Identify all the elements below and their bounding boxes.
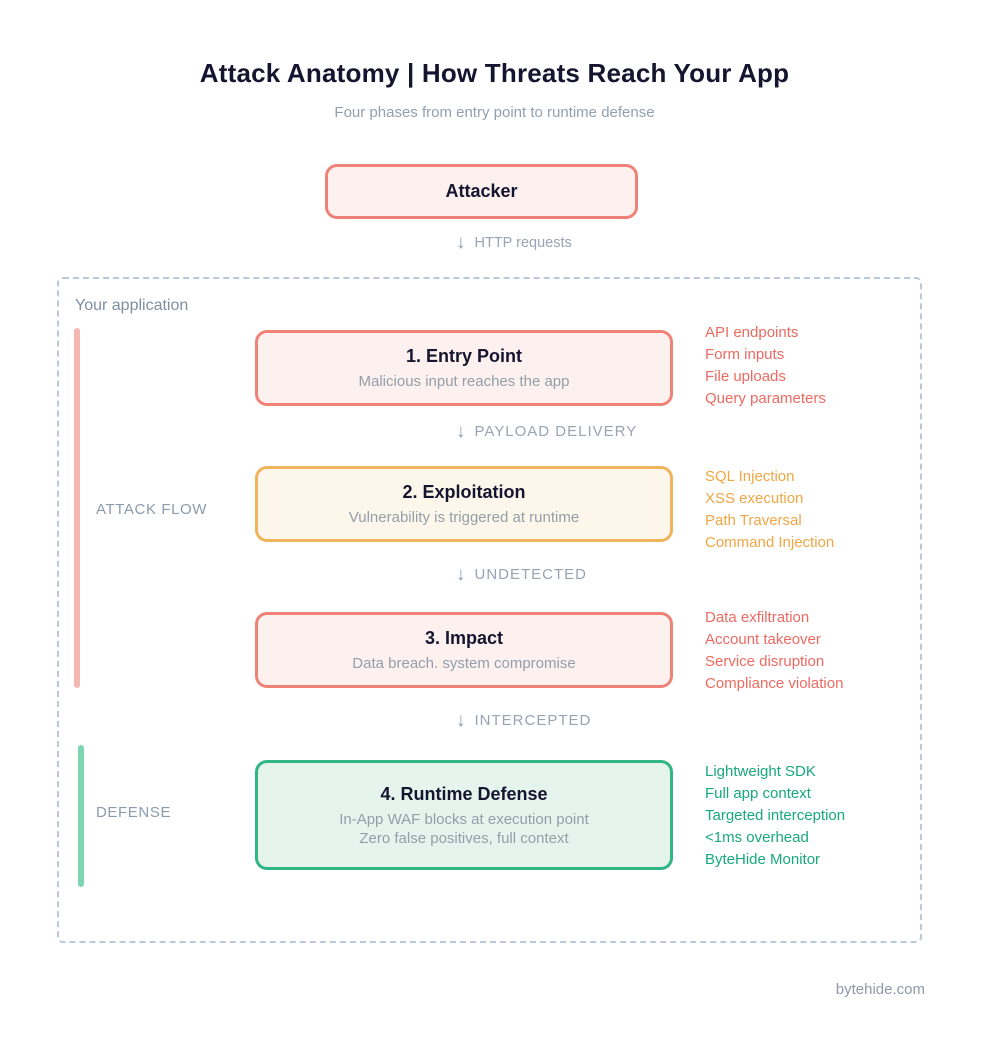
exploitation-examples: SQL Injection XSS execution Path Travers… [705,466,834,554]
phase-title: 4. Runtime Defense [380,783,548,804]
attack-flow-bar [74,328,80,688]
list-item: Account takeover [705,631,821,648]
defense-label: DEFENSE [96,804,172,821]
phase-description-line1: In-App WAF blocks at execution point [339,810,589,828]
list-item: SQL Injection [705,468,795,485]
attack-flow-label: ATTACK FLOW [96,501,208,518]
down-arrow-icon: ↓ [456,710,466,731]
defense-features: Lightweight SDK Full app context Targete… [705,761,845,871]
list-item: Full app context [705,785,811,802]
undetected-flow: ↓ UNDETECTED [456,565,587,584]
list-item: ByteHide Monitor [705,851,821,868]
intercepted-flow: ↓ INTERCEPTED [456,711,591,730]
phase-runtime-defense: 4. Runtime Defense In-App WAF blocks at … [255,760,673,870]
list-item: Lightweight SDK [705,763,816,780]
phase-title: 1. Entry Point [405,346,522,366]
phase-description: Data breach. system compromise [352,655,576,672]
attacker-label: Attacker [445,181,518,201]
brand-footer: bytehide.com [835,981,925,998]
phase-description-line2: Zero false positives, full context [359,829,569,847]
phase-title: 2. Exploitation [402,482,526,502]
list-item: File uploads [705,368,786,385]
phase-description: Vulnerability is triggered at runtime [348,509,580,526]
list-item: Query parameters [705,390,826,407]
impact-examples: Data exfiltration Account takeover Servi… [705,607,843,695]
phase-description: Malicious input reaches the app [358,373,570,390]
phase-exploitation: 2. Exploitation Vulnerability is trigger… [255,466,673,542]
down-arrow-icon: ↓ [456,421,466,442]
page-subtitle: Four phases from entry point to runtime … [334,104,655,121]
application-label: Your application [75,297,189,314]
phase-title: 3. Impact [424,628,504,648]
defense-bar [78,745,84,887]
page-title: Attack Anatomy | How Threats Reach Your … [199,58,790,88]
list-item: XSS execution [705,490,804,507]
transition-label: INTERCEPTED [474,712,592,729]
entry-point-examples: API endpoints Form inputs File uploads Q… [705,322,826,410]
http-requests-flow: ↓ HTTP requests [456,233,572,252]
list-item: Service disruption [705,653,825,670]
payload-delivery-flow: ↓ PAYLOAD DELIVERY [456,422,637,441]
list-item: Form inputs [705,346,785,363]
list-item: API endpoints [705,324,799,341]
down-arrow-icon: ↓ [456,564,466,585]
transition-label: PAYLOAD DELIVERY [474,423,638,440]
list-item: Data exfiltration [705,609,810,626]
list-item: Path Traversal [705,512,802,529]
transition-label: UNDETECTED [474,566,588,583]
list-item: Targeted interception [705,807,846,824]
application-boundary [57,277,922,943]
phase-entry-point: 1. Entry Point Malicious input reaches t… [255,330,673,406]
phase-impact: 3. Impact Data breach. system compromise [255,612,673,688]
list-item: Command Injection [705,534,835,551]
list-item: <1ms overhead [705,829,809,846]
list-item: Compliance violation [705,675,844,692]
attacker-node: Attacker [325,164,638,219]
http-requests-label: HTTP requests [474,234,572,251]
down-arrow-icon: ↓ [456,232,466,253]
